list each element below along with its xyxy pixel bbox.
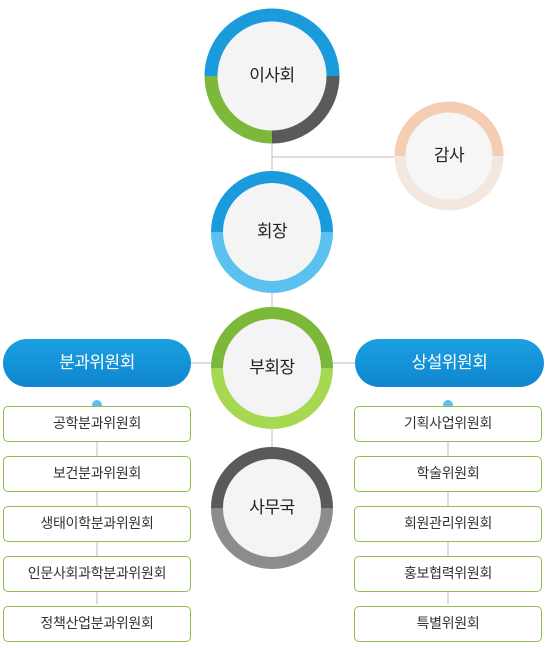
standing-committee-item[interactable]: 홍보협력위원회 [354,556,542,592]
chairman-label: 회장 [256,222,288,242]
left-connector-dot [92,400,102,410]
auditor-label: 감사 [433,146,465,166]
node-vice-chairman[interactable] [211,307,333,429]
subcommittee-item[interactable]: 생태이학분과위원회 [3,506,191,542]
board-label: 이사회 [249,66,295,86]
node-board[interactable] [204,8,340,144]
subcommittee-item[interactable]: 정책산업분과위원회 [3,606,191,642]
standing-committee-group-button[interactable]: 상설위원회 [355,339,544,387]
standing-committee-item[interactable]: 특별위원회 [354,606,542,642]
standing-committee-item[interactable]: 학술위원회 [354,456,542,492]
standing-committee-item[interactable]: 회원관리위원회 [354,506,542,542]
subcommittee-item[interactable]: 공학분과위원회 [3,406,191,442]
vice-chairman-label: 부회장 [249,358,295,378]
node-chairman[interactable] [211,171,333,293]
subcommittee-group-button[interactable]: 분과위원회 [3,339,191,387]
right-connector-dot [443,400,453,410]
node-secretariat[interactable] [211,447,333,569]
secretariat-label: 사무국 [249,498,295,518]
node-auditor[interactable] [394,101,504,211]
subcommittee-item[interactable]: 인문사회과학분과위원회 [3,556,191,592]
standing-committee-item[interactable]: 기획사업위원회 [354,406,542,442]
subcommittee-item[interactable]: 보건분과위원회 [3,456,191,492]
